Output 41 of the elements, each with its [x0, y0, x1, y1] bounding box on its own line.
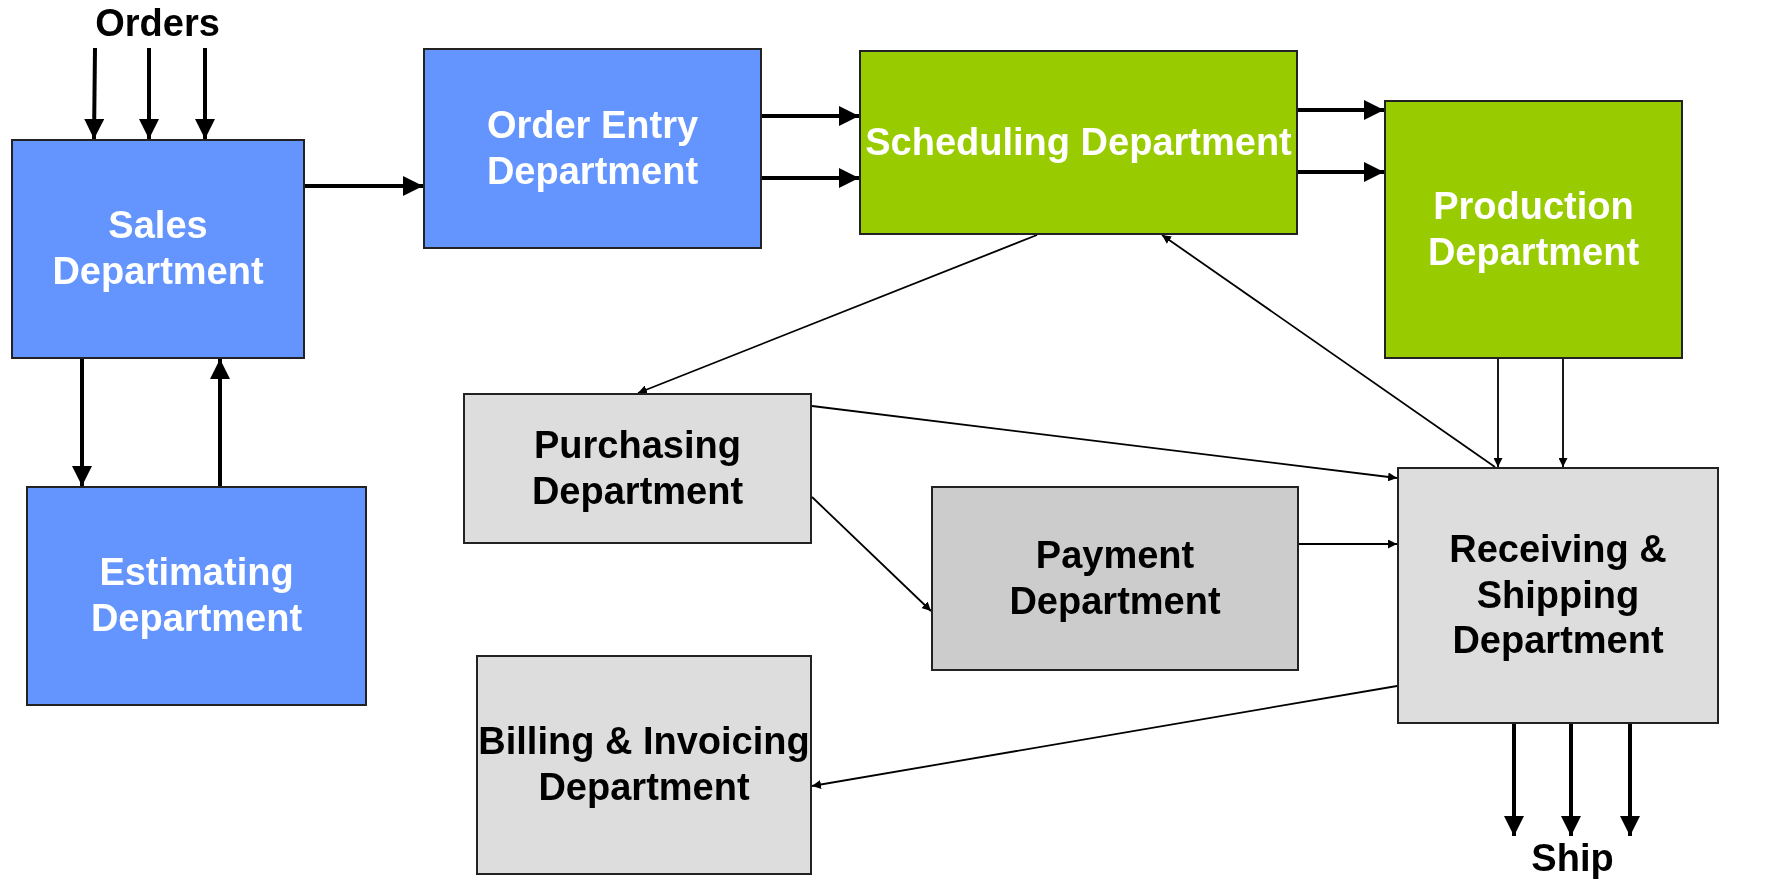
label-text: Order Entry Department — [485, 102, 700, 194]
process-box — [423, 48, 762, 249]
arrow — [1620, 724, 1640, 836]
arrow — [84, 47, 105, 140]
label-text: Sales Department — [51, 203, 265, 294]
arrow — [139, 48, 159, 139]
arrow — [811, 685, 1398, 789]
arrow — [1504, 724, 1524, 836]
arrow — [72, 359, 92, 486]
label-text: Payment Department — [1008, 532, 1222, 624]
label-text: Ship — [1531, 835, 1614, 881]
arrow — [1298, 100, 1384, 120]
process-box — [463, 393, 812, 544]
arrow — [1558, 358, 1568, 468]
arrow — [305, 176, 423, 196]
arrow — [195, 48, 215, 139]
arrow — [210, 359, 230, 486]
label-text: Scheduling Department — [865, 119, 1292, 165]
label-text: Estimating Department — [89, 550, 304, 641]
label-text: Receiving & Shipping Department — [1448, 527, 1668, 664]
arrow — [1298, 162, 1384, 182]
arrow — [1298, 539, 1398, 549]
arrow — [762, 168, 859, 188]
label-text: Production Department — [1426, 183, 1641, 275]
process-box — [26, 486, 367, 706]
arrow — [637, 234, 1038, 394]
arrow — [1561, 724, 1581, 836]
process-box — [1397, 467, 1719, 724]
label-text: Billing & Invoicing Department — [478, 719, 810, 810]
process-box — [931, 486, 1299, 671]
arrow — [762, 106, 859, 126]
arrow — [811, 405, 1398, 482]
arrow — [1161, 234, 1496, 468]
arrow — [1493, 358, 1503, 468]
process-box — [11, 139, 305, 359]
process-box — [859, 50, 1298, 235]
arrow — [811, 496, 932, 612]
process-box — [1384, 100, 1683, 359]
process-box — [476, 655, 812, 875]
label-text: Purchasing Department — [530, 422, 745, 514]
label-text: Orders — [95, 1, 220, 47]
